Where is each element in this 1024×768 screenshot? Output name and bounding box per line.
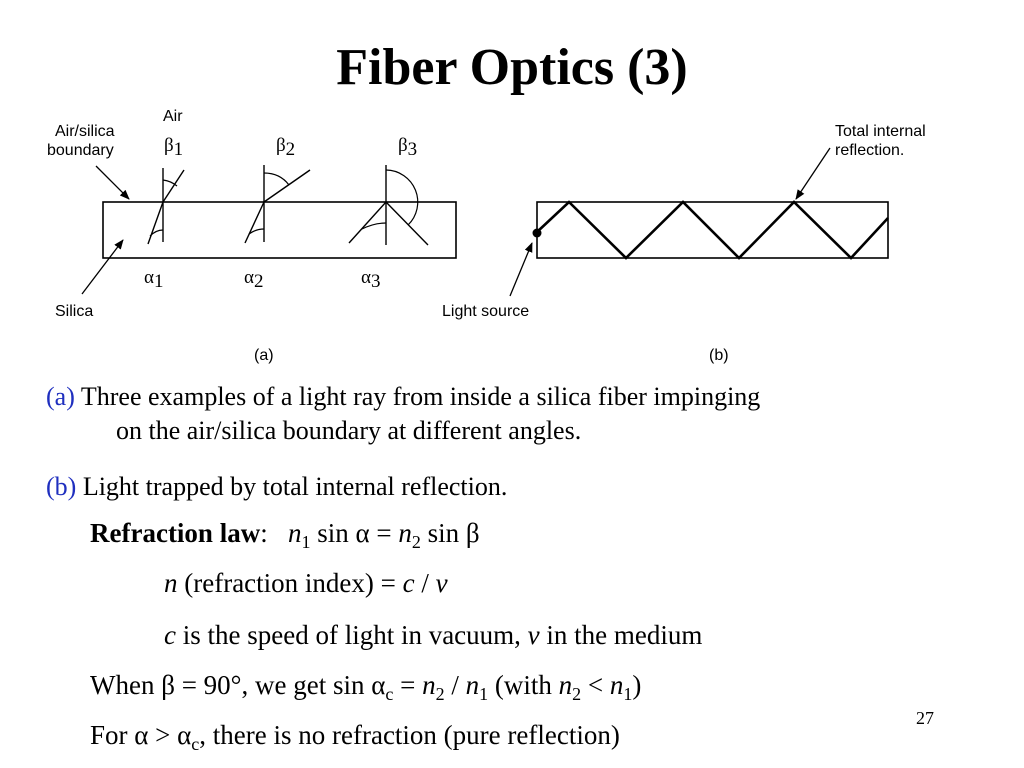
beta-2-label: β2 [276,135,295,160]
reflected-ray-3 [385,201,429,246]
alpha-3-label: α3 [361,267,380,292]
beta-arc-2 [263,172,290,186]
tir-label: Total internal reflection. [835,123,930,159]
beta-arc-3 [385,169,419,226]
incident-ray-2 [244,201,265,244]
refraction-law: Refraction law: n1 sin α = n2 sin β [90,518,480,552]
alpha-arc-3 [361,222,387,230]
page-number: 27 [916,708,934,728]
caption-a: (a) Three examples of a light ray from i… [46,380,996,448]
boundary-label-line1: Air/silica [55,123,115,140]
boundary-label: Air/silica boundary [47,123,119,159]
refraction-index-definition: n (refraction index) = c / v [164,568,448,598]
silica-label: Silica [55,303,93,320]
panel-b: Total internal reflection. Light source … [442,123,930,364]
incident-ray-1 [147,201,164,245]
caption-b-tag: (b) [46,472,77,501]
caption-a-line2: on the air/silica boundary at different … [116,416,582,445]
alpha-2-label: α2 [244,267,263,292]
ray-1: β1 α1 [144,135,185,292]
incident-ray-3 [348,201,387,244]
air-label: Air [163,108,183,125]
tir-arrow [795,147,831,200]
ray-3: β3 α3 [348,135,429,292]
zigzag-light-path [536,200,889,260]
total-reflection-line: For α > αc, there is no refraction (pure… [90,720,620,754]
refraction-law-label: Refraction law [90,518,261,548]
tir-label-line2: reflection. [835,142,904,159]
panel-a-label: (a) [254,347,274,364]
caption-b-text: Light trapped by total internal reflecti… [82,472,508,501]
silica-arrow [81,239,124,295]
tir-label-line1: Total internal [835,123,926,140]
refracted-ray-2 [263,169,311,203]
ray-2: β2 α2 [244,135,311,292]
silica-fiber-box-a [102,201,457,259]
beta-arc-1 [162,179,178,187]
beta-3-label: β3 [398,135,417,160]
light-source-label: Light source [442,303,529,320]
panel-a: Air Air/silica boundary Silica β1 α1 β2 … [47,108,457,364]
panel-b-label: (b) [709,347,729,364]
alpha-arc-2 [248,228,265,235]
alpha-1-label: α1 [144,267,163,292]
speed-of-light-definition: c is the speed of light in vacuum, v in … [164,620,703,650]
fiber-diagram: Air Air/silica boundary Silica β1 α1 β2 … [47,108,930,364]
beta-1-label: β1 [164,135,183,160]
light-source-arrow [509,242,533,297]
caption-b: (b) Light trapped by total internal refl… [46,470,996,504]
boundary-label-line2: boundary [47,142,114,159]
light-source-dot [532,228,542,238]
slide-title: Fiber Optics (3) [336,39,688,96]
caption-a-line1: Three examples of a light ray from insid… [80,382,761,411]
critical-angle-line: When β = 90°, we get sin αc = n2 / n1 (w… [90,670,642,704]
alpha-arc-1 [149,229,164,237]
boundary-arrow [95,165,130,200]
refracted-ray-1 [162,169,185,203]
caption-a-tag: (a) [46,382,75,411]
